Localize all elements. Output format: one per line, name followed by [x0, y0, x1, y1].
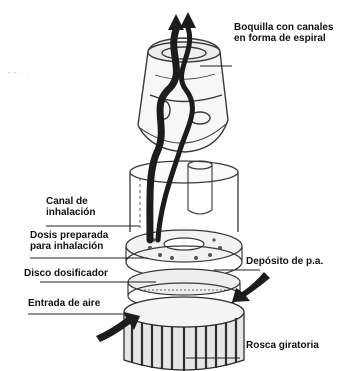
body-drawing	[130, 161, 238, 232]
label-disco: Disco dosificador	[24, 268, 108, 279]
label-canal-line1: Canal de	[46, 196, 95, 207]
stray-marks: - - . .	[8, 70, 29, 77]
label-rosca-line1: Rosca giratoria	[246, 340, 319, 351]
label-rosca: Rosca giratoria	[246, 340, 319, 351]
label-dosis-line1: Dosis preparada	[30, 230, 108, 241]
label-boquilla-line1: Boquilla con canales	[234, 22, 333, 33]
label-dosis: Dosis preparada para inhalación	[30, 230, 108, 252]
label-entrada-line1: Entrada de aire	[28, 298, 100, 309]
rotating-grip-drawing	[124, 297, 244, 371]
label-dosis-line2: para inhalación	[30, 241, 108, 252]
label-deposito-line1: Depósito de p.a.	[246, 256, 323, 267]
label-canal-line2: inhalación	[46, 207, 95, 218]
label-entrada: Entrada de aire	[28, 298, 100, 309]
label-deposito: Depósito de p.a.	[246, 256, 323, 267]
label-disco-line1: Disco dosificador	[24, 268, 108, 279]
label-canal: Canal de inhalación	[46, 196, 95, 218]
label-boquilla-line2: en forma de espiral	[234, 33, 333, 44]
label-boquilla: Boquilla con canales en forma de espiral	[234, 22, 333, 44]
